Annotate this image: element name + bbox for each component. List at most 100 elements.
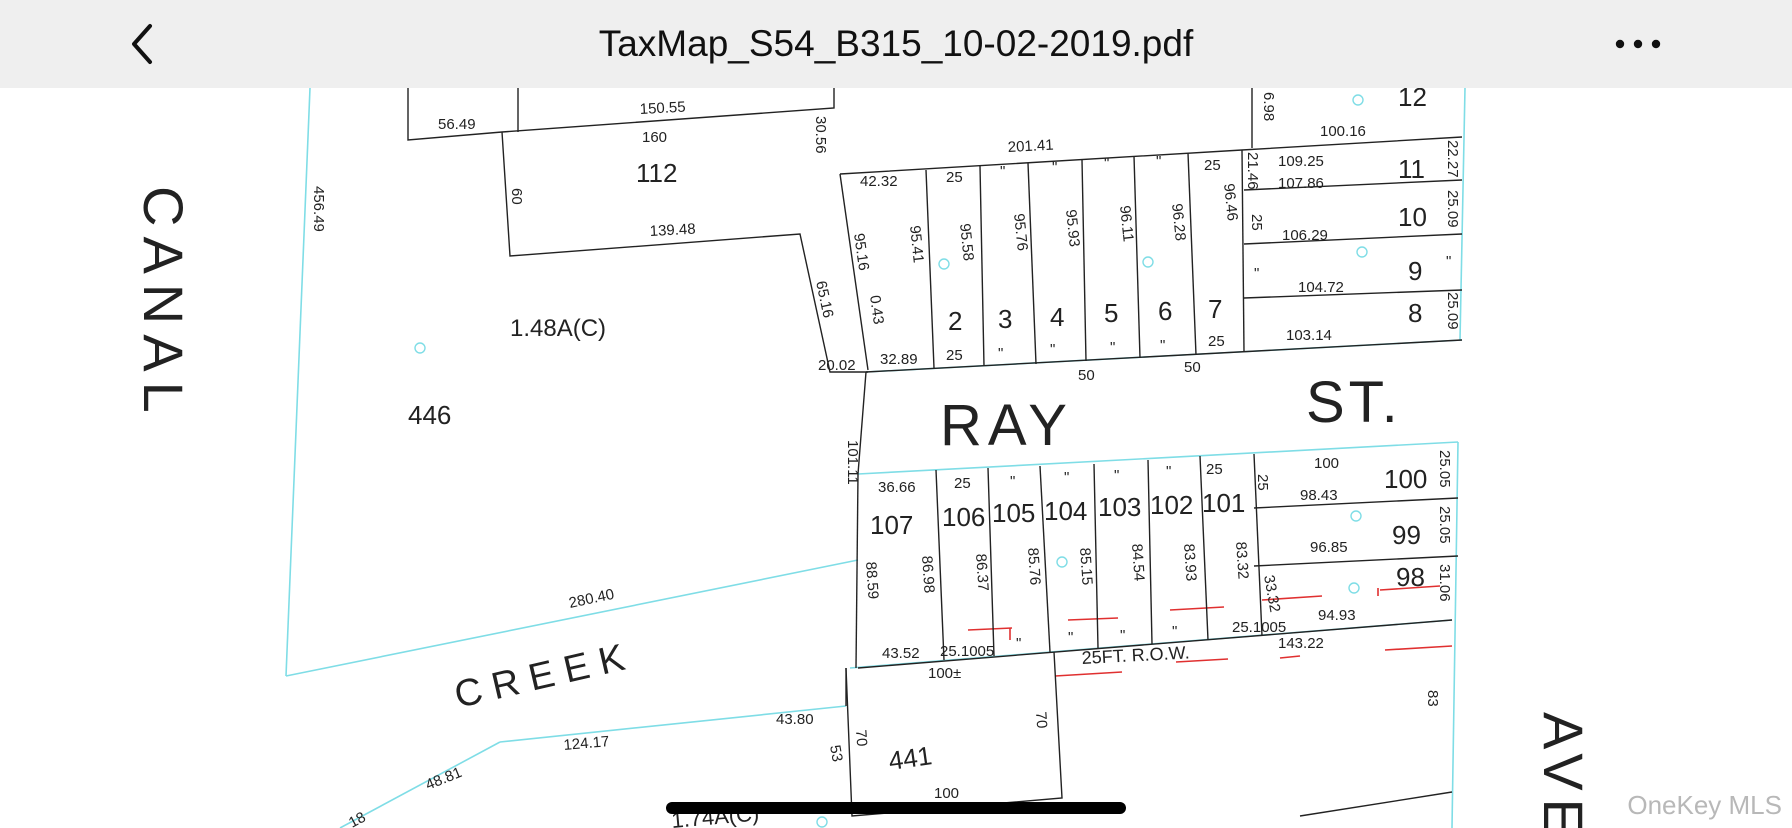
dim-25-99: 25 [1254, 474, 1271, 491]
dim-456-49: 456.49 [310, 186, 327, 232]
back-button[interactable] [118, 18, 170, 70]
dim-96-85: 96.85 [1310, 539, 1348, 556]
parcel-112: 112 [636, 158, 677, 188]
street-ray-label: RAY [940, 393, 1073, 458]
parcel-area-446: 1.48A(C) [510, 315, 606, 342]
dim-50-a: 50 [1078, 367, 1095, 384]
ditto-mark: " [1016, 635, 1021, 652]
more-button[interactable] [1610, 18, 1666, 70]
dim-109-25: 109.25 [1278, 153, 1324, 170]
canal-label: CANAL [132, 186, 195, 423]
dim-95-16: 95.16 [850, 232, 872, 272]
dim-25-top: 25 [946, 169, 963, 186]
row-label: 25FT. R.O.W. [1081, 642, 1190, 668]
dim-25-101: 25 [1206, 461, 1223, 478]
creek-label: C R E E K [451, 637, 629, 717]
home-indicator[interactable] [666, 802, 1126, 814]
dim-83-32: 83.32 [1232, 541, 1252, 580]
top-bar: TaxMap_S54_B315_10-02-2019.pdf [0, 0, 1792, 88]
parcel-12: 12 [1398, 88, 1427, 112]
dim-18: 18 [346, 809, 369, 828]
dim-43-52: 43.52 [882, 645, 920, 662]
dim-83-93: 83.93 [1180, 543, 1200, 582]
parcel-4: 4 [1050, 302, 1064, 332]
dim-32-89: 32.89 [880, 351, 918, 368]
dim-25-7top: 25 [1204, 157, 1221, 174]
ditto-mark: " [1446, 253, 1451, 270]
dim-100-16: 100.16 [1320, 123, 1366, 140]
ditto-marks: " " " " " " " " " " " " " " " " " " [998, 153, 1451, 652]
ditto-mark: " [1068, 629, 1073, 646]
dim-20-02: 20.02 [818, 357, 856, 374]
dim-33-32: 33.32 [1260, 574, 1283, 614]
ditto-mark: " [1120, 627, 1125, 644]
dim-95-76: 95.76 [1010, 213, 1031, 252]
watermark: OneKey MLS [1627, 790, 1782, 820]
dim-65-16: 65.16 [812, 279, 836, 319]
dim-160: 160 [642, 129, 667, 146]
parcel-11: 11 [1398, 154, 1425, 184]
parcel-100: 100 [1384, 464, 1427, 494]
ditto-mark: " [998, 345, 1003, 362]
parcel-441: 441 [887, 740, 934, 776]
parcel-102: 102 [1150, 490, 1193, 520]
parcel-103: 103 [1098, 492, 1141, 522]
dim-104-72: 104.72 [1298, 279, 1344, 296]
parcel-9: 9 [1408, 256, 1422, 286]
dim-25-05-b: 25.05 [1436, 506, 1453, 544]
dim-85-15: 85.15 [1076, 547, 1096, 586]
more-horizontal-icon [1615, 39, 1661, 49]
ditto-mark: " [1104, 155, 1109, 172]
dim-143-22: 143.22 [1278, 635, 1324, 652]
parcel-5: 5 [1104, 298, 1118, 328]
dim-70-b: 70 [1032, 711, 1050, 729]
dim-42-32: 42.32 [860, 173, 898, 190]
parcel-98: 98 [1396, 562, 1425, 592]
dim-22-27: 22.27 [1444, 140, 1461, 178]
dim-96-46: 96.46 [1220, 183, 1241, 222]
dim-150-55: 150.55 [639, 99, 686, 118]
dimension-labels: 56.49 150.55 160 30.56 60 139.48 456.49 … [310, 92, 1461, 828]
dim-36-66: 36.66 [878, 479, 916, 496]
dim-201-41: 201.41 [1007, 137, 1054, 156]
dim-100-bottom: 100 [934, 785, 959, 802]
dim-85-76: 85.76 [1024, 547, 1044, 586]
dim-86-98: 86.98 [918, 555, 938, 594]
dim-139-48: 139.48 [649, 221, 696, 240]
parcel-numbers: 112 446 1.48A(C) 441 1.74A(C) 2 3 4 5 6 … [408, 88, 1427, 828]
parcel-104: 104 [1044, 496, 1087, 526]
ditto-mark: " [1172, 623, 1177, 640]
dim-70-a: 70 [852, 729, 870, 747]
ditto-mark: " [1000, 163, 1005, 180]
dim-43-80: 43.80 [776, 711, 814, 728]
tax-map[interactable]: RAY ST. CANAL C R E E K AVE 25FT. R.O.W.… [0, 88, 1792, 828]
parcel-107: 107 [870, 510, 913, 540]
parcel-101: 101 [1202, 488, 1245, 518]
ave-label: AVE [1532, 712, 1595, 828]
parcel-8: 8 [1408, 298, 1422, 328]
dim-100-top: 100 [1314, 455, 1339, 472]
ditto-mark: " [1050, 341, 1055, 358]
ditto-mark: " [1156, 153, 1161, 170]
dim-25-05-a: 25.05 [1436, 450, 1453, 488]
parcel-99: 99 [1392, 520, 1421, 550]
dim-96-11: 96.11 [1116, 205, 1137, 243]
parcel-7: 7 [1208, 294, 1222, 324]
dim-25-106: 25 [954, 475, 971, 492]
parcel-105: 105 [992, 498, 1035, 528]
dim-98-43: 98.43 [1300, 487, 1338, 504]
dim-56-49: 56.49 [438, 116, 476, 133]
ditto-mark: " [1114, 467, 1119, 484]
parcel-3: 3 [998, 304, 1012, 334]
ditto-mark: " [1160, 337, 1165, 354]
ditto-mark: " [1010, 473, 1015, 490]
ditto-mark: " [1110, 339, 1115, 356]
dim-21-46: 21.46 [1244, 152, 1261, 190]
dim-103-14: 103.14 [1286, 327, 1332, 344]
dim-84-54: 84.54 [1128, 543, 1148, 582]
parcel-2: 2 [948, 306, 962, 336]
ditto-mark: " [1166, 463, 1171, 480]
dim-48-81: 48.81 [423, 764, 464, 794]
dim-88-59: 88.59 [862, 561, 882, 600]
cyan-boundaries [285, 88, 1466, 828]
